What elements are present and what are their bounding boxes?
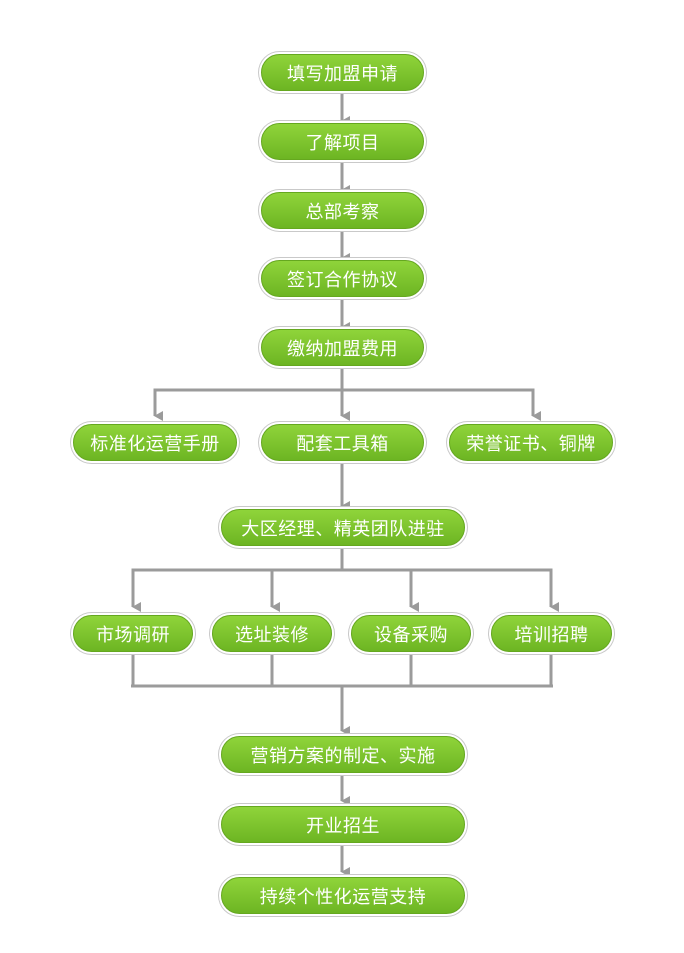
step-honor-cert: 荣誉证书、铜牌: [449, 424, 613, 461]
step-sign-agreement: 签订合作协议: [261, 260, 424, 297]
step-market-research: 市场调研: [73, 615, 193, 652]
branch-connector-1-right: [342, 388, 541, 421]
step-learn-project: 了解项目: [261, 123, 424, 160]
step-std-manual: 标准化运营手册: [73, 424, 237, 461]
step-toolbox: 配套工具箱: [261, 424, 424, 461]
branch-connector-1: [153, 366, 344, 421]
step-hq-inspection: 总部考察: [261, 192, 424, 229]
fanout-connector-right: [342, 568, 559, 612]
step-marketing-plan: 营销方案的制定、实施: [221, 736, 465, 773]
step-equipment-purchase: 设备采购: [351, 615, 471, 652]
step-site-decoration: 选址装修: [212, 615, 332, 652]
step-training-hiring: 培训招聘: [491, 615, 612, 652]
step-manager-team: 大区经理、精英团队进驻: [221, 509, 465, 546]
step-pay-fee: 缴纳加盟费用: [261, 329, 424, 366]
step-apply: 填写加盟申请: [261, 54, 424, 91]
step-ongoing-support: 持续个性化运营支持: [221, 877, 465, 914]
step-opening-recruit: 开业招生: [221, 806, 465, 843]
fanout-connector-left: [131, 546, 344, 612]
